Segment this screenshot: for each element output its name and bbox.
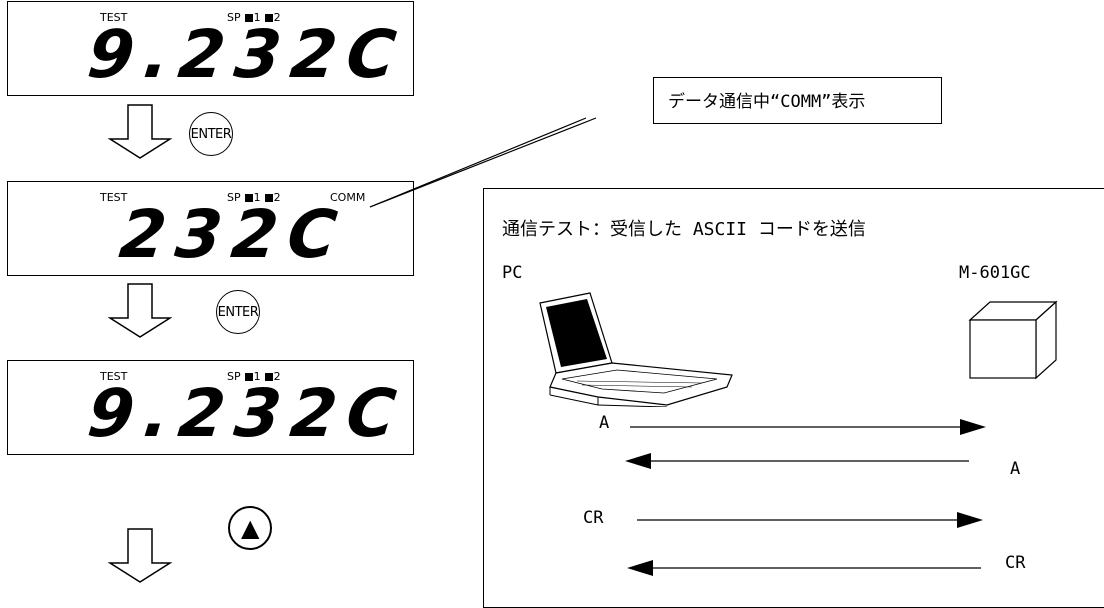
label-output-1: 1 [253, 370, 261, 383]
comm-test-panel: 通信テスト：受信した ASCII コードを送信 PC M-601GC A A C… [483, 188, 1104, 608]
display-value: 232C [116, 196, 351, 273]
arrow-left-icon [627, 560, 981, 576]
label-comm: COMM [330, 191, 366, 204]
device-box-icon [968, 300, 1058, 380]
comm-callout: データ通信中“COMM”表示 [653, 77, 942, 124]
arrow-right-icon [630, 419, 986, 435]
label-test: TEST [100, 11, 128, 24]
callout-pointer [369, 117, 597, 208]
up-key-button[interactable]: ▲ [228, 506, 272, 550]
label-sp: SP [227, 370, 241, 383]
up-triangle-icon: ▲ [241, 514, 259, 542]
label-output-1: 1 [253, 191, 261, 204]
display-value: 9.232C [84, 375, 410, 452]
laptop-icon [539, 292, 733, 407]
output-2-indicator-icon [264, 14, 273, 22]
down-arrow-icon [108, 528, 172, 583]
enter-key-label: ENTER [190, 126, 232, 142]
pc-label: PC [502, 263, 523, 283]
echo-label-cr: CR [1005, 553, 1026, 573]
echo-label-a: A [1010, 459, 1021, 479]
label-output-2: 2 [273, 11, 281, 24]
send-label-cr: CR [583, 508, 604, 528]
send-label-a: A [599, 413, 610, 433]
arrow-left-icon [625, 453, 969, 469]
label-output-1: 1 [253, 11, 261, 24]
enter-key-button[interactable]: ENTER [216, 290, 260, 334]
enter-key-button[interactable]: ENTER [189, 112, 233, 156]
label-sp: SP [227, 191, 241, 204]
output-1-indicator-icon [244, 14, 253, 22]
display-value: 9.232C [84, 16, 410, 93]
device-label: M-601GC [959, 263, 1031, 283]
output-2-indicator-icon [264, 194, 273, 202]
label-test: TEST [100, 191, 128, 204]
enter-key-label: ENTER [217, 304, 259, 320]
arrow-right-icon [637, 512, 983, 528]
down-arrow-icon [108, 283, 172, 338]
down-arrow-icon [108, 104, 172, 159]
output-1-indicator-icon [244, 194, 253, 202]
output-1-indicator-icon [244, 373, 253, 381]
callout-text: データ通信中“COMM”表示 [668, 92, 866, 112]
panel-title: 通信テスト：受信した ASCII コードを送信 [502, 219, 866, 240]
label-output-2: 2 [273, 370, 281, 383]
label-test: TEST [100, 370, 128, 383]
label-output-2: 2 [273, 191, 281, 204]
label-sp: SP [227, 11, 241, 24]
output-2-indicator-icon [264, 373, 273, 381]
